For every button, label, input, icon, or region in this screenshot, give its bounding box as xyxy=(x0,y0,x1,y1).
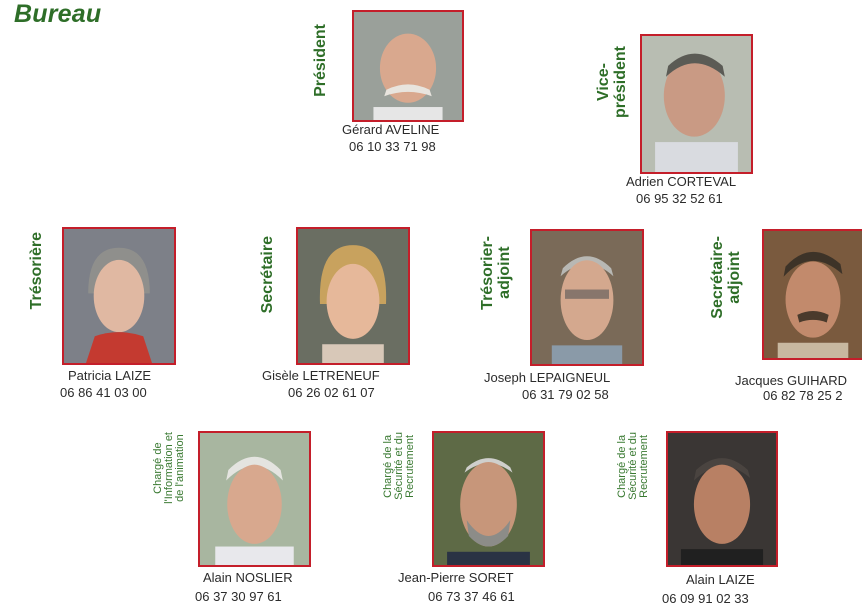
member-name: Gérard AVELINE xyxy=(342,122,440,137)
portrait-photo xyxy=(296,227,410,365)
role-text: Trésorière xyxy=(27,232,45,310)
role-text: Secrétaire xyxy=(258,236,276,314)
role-label: Chargé de la Sécurité et du Recrutement xyxy=(610,432,656,560)
member-phone: 06 82 78 25 2 xyxy=(763,388,843,403)
member-name: Jacques GUIHARD xyxy=(735,373,847,388)
role-text: Trésorier- adjoint xyxy=(479,236,513,310)
role-label: Trésorière xyxy=(24,232,48,352)
portrait-photo xyxy=(352,10,464,122)
member-name: Adrien CORTEVAL xyxy=(626,174,737,189)
member-phone: 06 86 41 03 00 xyxy=(60,385,147,400)
portrait-photo xyxy=(762,229,862,360)
member-name: Jean-Pierre SORET xyxy=(398,570,514,585)
portrait-photo xyxy=(530,229,644,366)
role-text: Chargé de la Sécurité et du Recrutement xyxy=(381,432,416,500)
role-text: Secrétaire- adjoint xyxy=(709,236,743,319)
role-text: Vice- président xyxy=(595,46,629,119)
portrait-photo xyxy=(666,431,778,567)
role-label: Chargé de la Sécurité et du Recrutement xyxy=(376,432,422,560)
portrait-photo xyxy=(640,34,753,174)
member-name: Joseph LEPAIGNEUL xyxy=(484,370,611,385)
member-phone: 06 73 37 46 61 xyxy=(428,589,515,604)
member-name: Patricia LAIZE xyxy=(68,368,152,383)
role-label: Trésorier- adjoint xyxy=(474,236,518,346)
member-phone: 06 26 02 61 07 xyxy=(288,385,375,400)
member-phone: 06 95 32 52 61 xyxy=(636,191,723,206)
member-name: Gisèle LETRENEUF xyxy=(262,368,380,383)
role-label: Secrétaire xyxy=(255,236,279,356)
member-phone: 06 31 79 02 58 xyxy=(522,387,609,402)
portrait-photo xyxy=(432,431,545,567)
portrait-photo xyxy=(198,431,311,567)
role-label: Vice- président xyxy=(590,46,634,156)
role-text: Président xyxy=(311,24,329,97)
portrait-photo xyxy=(62,227,176,365)
role-text: Chargé de l'Information et de l'animatio… xyxy=(151,432,186,504)
role-label: Chargé de l'Information et de l'animatio… xyxy=(146,432,192,560)
role-label: Président xyxy=(308,24,332,130)
member-phone: 06 09 91 02 33 xyxy=(662,591,749,606)
member-phone: 06 10 33 71 98 xyxy=(349,139,436,154)
member-phone: 06 37 30 97 61 xyxy=(195,589,282,604)
role-label: Secrétaire- adjoint xyxy=(704,236,748,356)
role-text: Chargé de la Sécurité et du Recrutement xyxy=(615,432,650,500)
member-name: Alain NOSLIER xyxy=(203,570,293,585)
page-title: Bureau xyxy=(14,0,102,28)
member-name: Alain LAIZE xyxy=(686,572,755,587)
